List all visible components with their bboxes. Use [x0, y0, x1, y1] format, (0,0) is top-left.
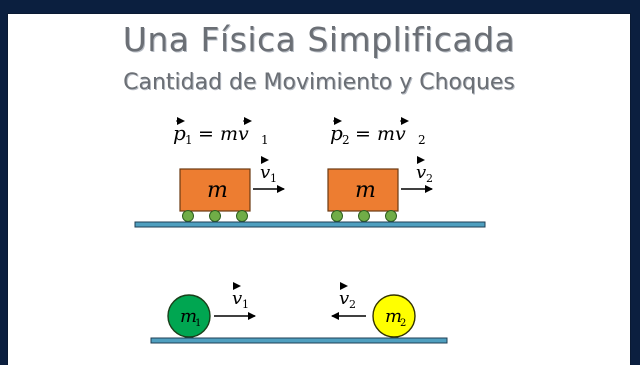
- ball-2-velocity-label: v: [339, 288, 349, 309]
- cart-1: m v 1: [179, 156, 285, 222]
- cart-track: [134, 221, 486, 228]
- cart-1-velocity-subscript: 1: [270, 172, 277, 185]
- cart-2-velocity-label: v: [416, 162, 426, 183]
- cart2-momentum-equation: p 2 = mv 2: [330, 117, 426, 147]
- cart-2-velocity-subscript: 2: [426, 172, 433, 185]
- ball-2-velocity-subscript: 2: [349, 298, 356, 311]
- p2-rhs: = mv: [355, 123, 406, 145]
- ball-1: m 1 v 1: [167, 282, 256, 338]
- cart-2: m v 2: [327, 156, 433, 222]
- wheel-icon: [385, 210, 397, 222]
- p1-subscript: 1: [185, 133, 193, 147]
- ball-1-velocity-label: v: [232, 288, 242, 309]
- wheel-icon: [236, 210, 248, 222]
- cart-2-body: [327, 168, 399, 212]
- slide-subtitle: Cantidad de Movimiento y Choques: [123, 70, 515, 95]
- cart1-momentum-equation: p 1 = mv 1: [173, 117, 269, 147]
- ball-2-label: m: [385, 306, 402, 327]
- ball-2-body: [372, 294, 416, 338]
- p2-rhs-subscript: 2: [418, 133, 426, 147]
- p2-subscript: 2: [342, 133, 350, 147]
- p1-symbol: p: [173, 121, 186, 145]
- wheel-icon: [209, 210, 221, 222]
- ball-track: [150, 337, 448, 344]
- p1-rhs-subscript: 1: [261, 133, 269, 147]
- ball-2: m 2 v 2: [331, 282, 416, 338]
- slide: Una Física Simplificada Cantidad de Movi…: [8, 14, 630, 365]
- ball-1-label: m: [180, 306, 197, 327]
- ball-2-subscript: 2: [400, 318, 406, 329]
- wheel-icon: [331, 210, 343, 222]
- p2-symbol: p: [330, 121, 343, 145]
- physics-diagram: p 1 = mv 1 p 2 = mv 2 m: [134, 117, 486, 344]
- p1-rhs: = mv: [198, 123, 249, 145]
- cart-1-mass-label: m: [207, 178, 228, 203]
- ball-1-subscript: 1: [195, 318, 201, 329]
- wheel-icon: [358, 210, 370, 222]
- cart-2-mass-label: m: [355, 178, 376, 203]
- wheel-icon: [182, 210, 194, 222]
- cart-1-velocity-label: v: [260, 162, 270, 183]
- ball-1-body: [167, 294, 211, 338]
- slide-title: Una Física Simplificada: [122, 20, 516, 59]
- ball-1-velocity-subscript: 1: [242, 298, 249, 311]
